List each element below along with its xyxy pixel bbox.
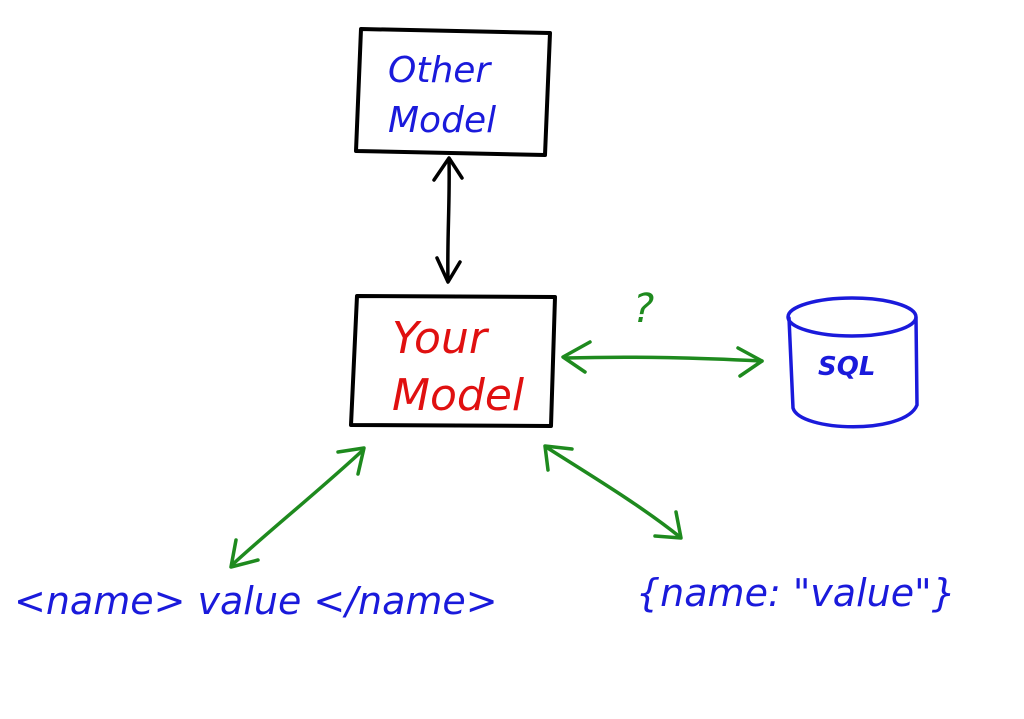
xml-format-label: <name> value </name> — [14, 579, 498, 623]
your-model-json-arrow — [543, 444, 683, 540]
sql-cylinder-body — [787, 316, 919, 429]
other-model-label-line2: Model — [388, 100, 496, 141]
your-model-sql-arrow — [561, 340, 764, 378]
your-model-node: Your Model — [349, 294, 557, 428]
your-model-sql-question: ? — [633, 286, 654, 332]
your-model-box — [349, 294, 557, 428]
your-model-xml-arrow — [229, 446, 366, 569]
your-model-label-line2: Model — [392, 370, 525, 421]
your-model-label-line1: Your — [392, 313, 490, 364]
sql-cylinder-top — [786, 296, 918, 338]
other-model-box — [354, 27, 552, 157]
other-model-node: Other Model — [354, 27, 552, 157]
other-model-label-line1: Other — [388, 50, 492, 91]
sql-database-label: SQL — [818, 352, 875, 382]
sql-database-node — [786, 296, 919, 429]
model-link-arrow — [432, 156, 464, 284]
json-format-label: {name: "value"} — [636, 571, 956, 615]
